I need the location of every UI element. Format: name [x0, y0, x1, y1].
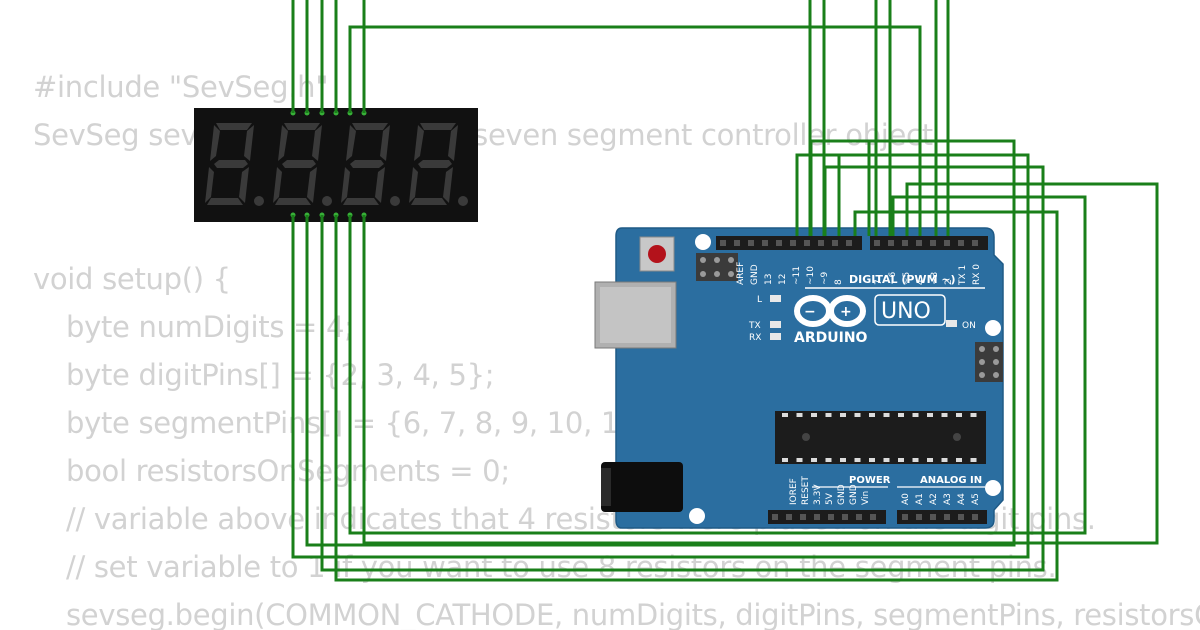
- power-pin-label: Vin: [861, 491, 871, 505]
- dc-power-jack: [601, 462, 683, 512]
- code-line: #include "SevSeg.h": [33, 70, 329, 104]
- pin-label: 8: [834, 279, 844, 285]
- model-label: UNO: [881, 299, 931, 324]
- mounting-hole: [689, 508, 705, 524]
- code-line: sevseg.begin(COMMON_CATHODE, numDigits, …: [66, 598, 1200, 630]
- led-l-label: L: [757, 295, 762, 305]
- led-on-label: ON: [962, 321, 976, 331]
- pin-label: ~9: [820, 271, 830, 285]
- led-rx: [770, 333, 781, 340]
- power-pin-label: RESET: [801, 476, 811, 505]
- led-l: [770, 295, 781, 302]
- reset-button[interactable]: [639, 236, 675, 272]
- power-header: [768, 510, 886, 524]
- pin-label: RX 0: [972, 264, 982, 285]
- led-tx-label: TX: [748, 321, 761, 331]
- power-pin-label: IOREF: [789, 478, 799, 505]
- pin-label: ~10: [806, 266, 816, 285]
- usb-connector: [594, 281, 677, 349]
- analog-pin-label: A5: [971, 493, 981, 505]
- power-label: POWER: [849, 475, 891, 486]
- icsp-header-right: [975, 342, 1003, 382]
- pin-label: 13: [764, 274, 774, 285]
- mounting-hole: [985, 480, 1001, 496]
- pin-label: GND: [750, 264, 760, 285]
- brand-label: ARDUINO: [794, 330, 868, 346]
- pin-label: TX 1: [958, 265, 968, 286]
- seven-segment-display[interactable]: [194, 108, 478, 222]
- digital-header-right: [870, 236, 988, 250]
- power-pin-label: 5V: [825, 492, 835, 505]
- power-pin-label: 3.3V: [813, 484, 823, 505]
- power-pin-label: GND: [837, 484, 847, 505]
- analog-pin-label: A1: [915, 493, 925, 505]
- mounting-hole: [985, 320, 1001, 336]
- atmega-microcontroller-chip: [775, 411, 986, 464]
- led-rx-label: RX: [749, 333, 761, 343]
- digit: [205, 123, 264, 206]
- power-pin-label: GND: [849, 484, 859, 505]
- pin-label: ~11: [792, 266, 802, 285]
- digital-header-label: DIGITAL (PWM ~): [849, 273, 956, 286]
- led-tx: [770, 321, 781, 328]
- mounting-hole: [695, 234, 711, 250]
- pin-label: AREF: [736, 262, 746, 285]
- code-line: void setup() {: [33, 262, 231, 296]
- analog-pin-label: A4: [957, 493, 967, 505]
- analog-pin-label: A3: [943, 493, 953, 505]
- analog-label: ANALOG IN: [920, 475, 982, 486]
- svg-text:−: −: [804, 304, 816, 320]
- led-on: [946, 320, 957, 327]
- analog-pin-label: A2: [929, 493, 939, 505]
- pin-label: 12: [778, 274, 788, 285]
- icsp-header-top: [696, 253, 738, 281]
- analog-pin-label: A0: [901, 493, 911, 505]
- svg-text:+: +: [840, 304, 852, 320]
